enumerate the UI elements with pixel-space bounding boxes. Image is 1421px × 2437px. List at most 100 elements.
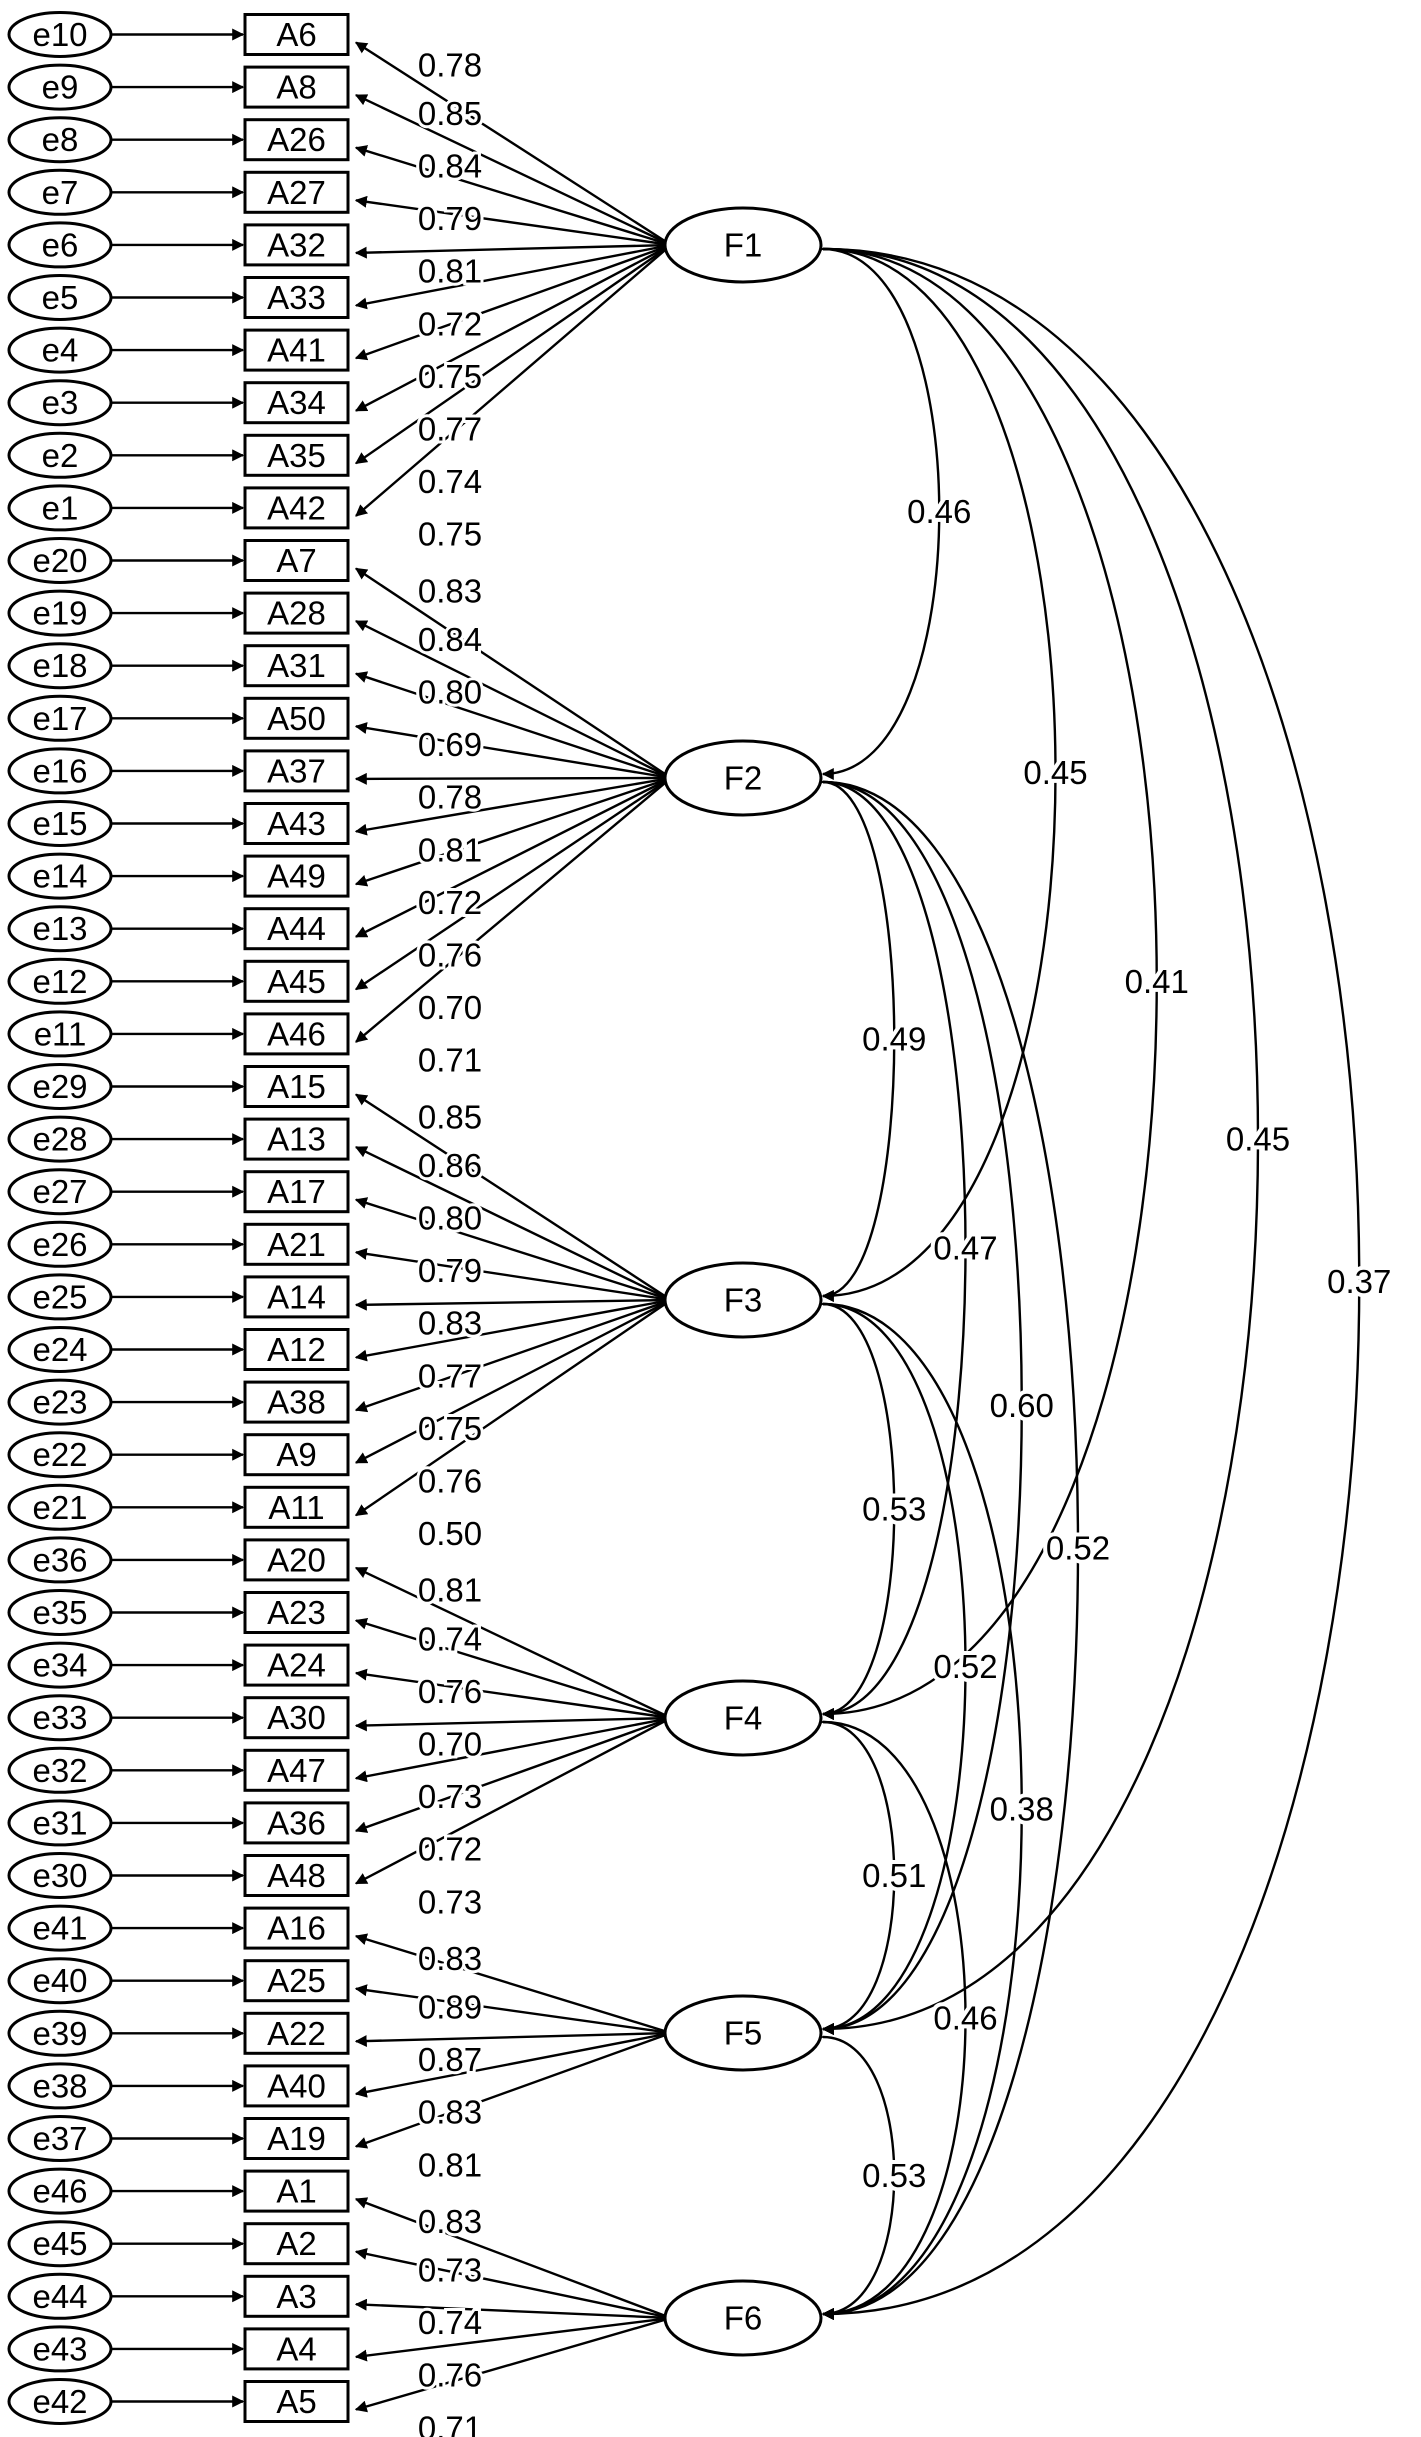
indicator-label-A19: A19	[267, 2120, 326, 2157]
error-term-e27	[7, 1168, 113, 1216]
error-label-e37: e37	[32, 2120, 87, 2157]
loading-arrow-A14	[354, 1298, 672, 1311]
error-label-e25: e25	[32, 1278, 87, 1315]
error-label-e39: e39	[32, 2015, 87, 2052]
indicator-label-A30: A30	[267, 1699, 326, 1736]
indicator-box-A21	[243, 1222, 350, 1266]
loading-arrow-A4	[354, 2316, 672, 2362]
loading-arrow-A35	[355, 244, 672, 465]
error-label-e24: e24	[32, 1331, 87, 1368]
error-term-e29	[7, 1063, 113, 1110]
error-term-e46	[7, 2167, 113, 2215]
error-label-e4: e4	[42, 332, 79, 369]
correlation-F4-F5	[812, 1715, 896, 2035]
loading-arrow-A46	[355, 777, 672, 1043]
loading-arrow-A5	[354, 2316, 672, 2413]
correlation-F1-F6	[812, 242, 1361, 2320]
error-term-e31	[7, 1799, 113, 1847]
factor-F6	[663, 2279, 823, 2357]
loading-arrow-A16	[354, 1933, 672, 2035]
error-label-e7: e7	[42, 174, 79, 211]
error-label-e45: e45	[32, 2225, 87, 2262]
indicator-box-A6	[243, 13, 350, 56]
error-label-e43: e43	[32, 2330, 87, 2367]
correlation-label-F1-F3: 0.45	[1023, 754, 1087, 791]
indicator-label-A28: A28	[267, 595, 326, 632]
indicator-box-A22	[243, 2011, 350, 2055]
error-term-e24	[7, 1326, 113, 1373]
loading-label-A38: 0.75	[418, 1410, 482, 1447]
indicator-box-A34	[243, 381, 350, 425]
loading-arrow-A2	[354, 2248, 672, 2320]
correlation-F3-F6	[812, 1297, 1023, 2320]
indicator-box-A15	[243, 1065, 350, 1108]
indicator-box-A31	[243, 644, 350, 688]
loading-arrow-A23	[354, 1617, 672, 1720]
loading-label-A48: 0.73	[418, 1883, 482, 1920]
error-label-e36: e36	[32, 1541, 87, 1578]
loading-arrow-A31	[354, 671, 672, 780]
loading-arrow-A42	[355, 244, 672, 517]
indicator-box-A26	[243, 118, 350, 162]
error-label-e10: e10	[32, 16, 87, 53]
loading-arrow-A36	[354, 1716, 672, 1833]
factor-label-F5: F5	[724, 2015, 763, 2052]
error-label-e9: e9	[42, 69, 79, 106]
loading-arrow-A26	[354, 145, 672, 247]
indicator-label-A43: A43	[267, 805, 326, 842]
correlation-label-F3-F6: 0.38	[990, 1791, 1054, 1828]
correlation-label-F5-F6: 0.53	[862, 2157, 926, 2194]
loading-label-A32: 0.81	[418, 253, 482, 290]
indicator-label-A22: A22	[267, 2015, 326, 2052]
indicator-box-A9	[243, 1433, 350, 1477]
error-term-e26	[7, 1220, 113, 1268]
loading-arrow-A11	[355, 1299, 672, 1517]
indicator-box-A50	[243, 696, 350, 740]
error-label-e31: e31	[32, 1804, 87, 1841]
correlation-F2-F5	[812, 775, 1023, 2035]
indicator-box-A17	[243, 1170, 350, 1214]
error-label-e28: e28	[32, 1121, 87, 1158]
factor-label-F3: F3	[724, 1282, 763, 1319]
loading-label-A36: 0.72	[418, 1831, 482, 1868]
error-label-e46: e46	[32, 2173, 87, 2210]
loading-arrow-A1	[354, 2197, 672, 2320]
correlation-label-F1-F2: 0.46	[907, 493, 971, 530]
correlation-label-F3-F4: 0.53	[862, 1491, 926, 1528]
loading-label-A6: 0.78	[418, 46, 482, 83]
indicator-box-A49	[243, 854, 350, 898]
loading-label-A3: 0.74	[418, 2304, 482, 2341]
indicator-box-A20	[243, 1538, 350, 1582]
loading-label-A26: 0.84	[418, 148, 482, 185]
error-term-e2	[7, 431, 113, 479]
correlation-F3-F5	[812, 1297, 967, 2035]
correlation-F2-F6	[812, 775, 1080, 2320]
indicator-label-A47: A47	[267, 1752, 326, 1789]
error-label-e27: e27	[32, 1173, 87, 1210]
factor-label-F2: F2	[724, 760, 763, 797]
loading-label-A20: 0.81	[418, 1572, 482, 1609]
loading-arrow-A37	[354, 772, 672, 785]
correlation-F1-F3	[812, 242, 1057, 1302]
error-term-e14	[7, 852, 113, 900]
loading-label-A49: 0.72	[418, 884, 482, 921]
loading-label-A43: 0.81	[418, 831, 482, 868]
indicator-label-A26: A26	[267, 121, 326, 158]
factor-label-F6: F6	[724, 2300, 763, 2337]
error-label-e35: e35	[32, 1594, 87, 1631]
loading-arrow-A22	[354, 2031, 672, 2048]
indicator-label-A15: A15	[267, 1068, 326, 1105]
correlation-F5-F6	[812, 2030, 896, 2320]
error-term-e34	[7, 1641, 113, 1689]
error-term-e45	[7, 2220, 113, 2268]
error-term-e44	[7, 2272, 113, 2320]
indicator-label-A13: A13	[267, 1121, 326, 1158]
error-label-e12: e12	[32, 963, 87, 1000]
indicator-label-A31: A31	[267, 647, 326, 684]
loading-label-A24: 0.76	[418, 1673, 482, 1710]
loading-label-A12: 0.77	[418, 1357, 482, 1394]
loading-label-A34: 0.77	[418, 411, 482, 448]
error-label-e15: e15	[32, 805, 87, 842]
indicator-box-A8	[243, 65, 350, 109]
